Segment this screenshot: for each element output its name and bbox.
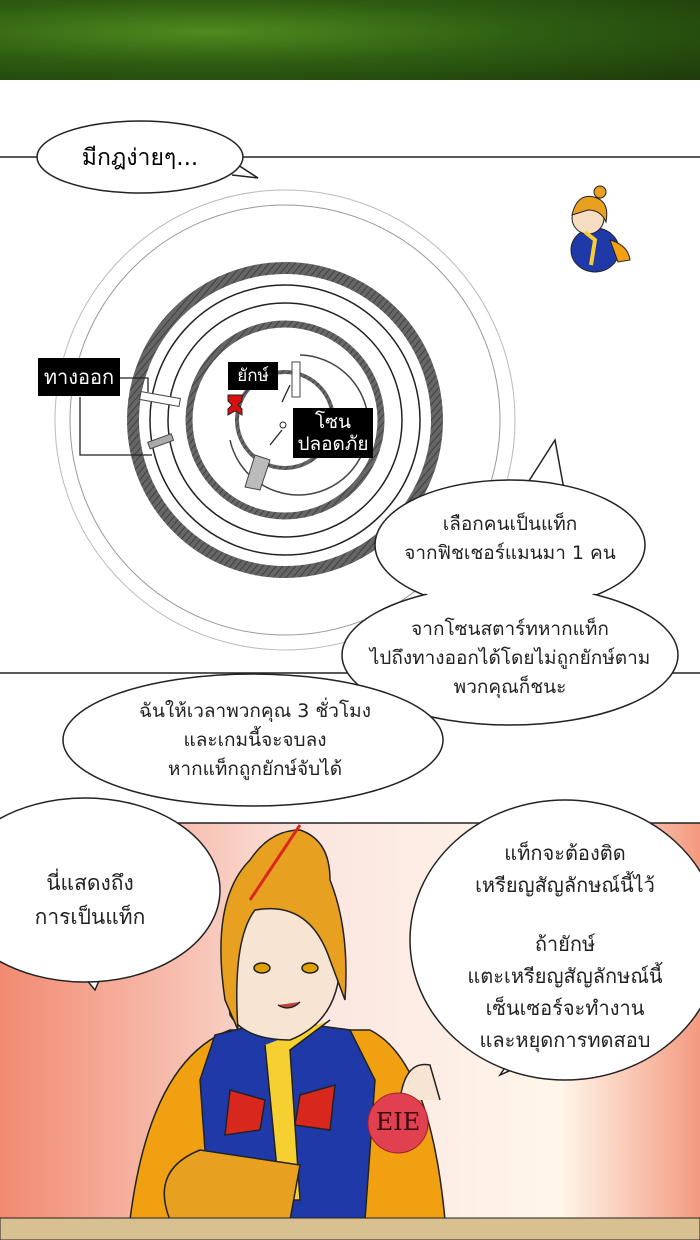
safe-zone-label: โซน ปลอดภัย — [293, 408, 373, 458]
giant-marker — [227, 394, 243, 416]
medal — [367, 1092, 429, 1154]
exit-label: ทางออก — [38, 358, 120, 396]
giant-label: ยักษ์ — [228, 362, 278, 390]
maze-map — [54, 189, 516, 651]
bubble-text-sensor: ถ้ายักษ์ แตะเหรียญสัญลักษณ์นี้ เซ็นเซอร์… — [467, 932, 663, 1052]
character-portrait — [129, 824, 446, 1221]
bubble-text-choose-tag: เลือกคนเป็นแท็ก จากฟิชเชอร์แมนมา 1 คน — [404, 513, 616, 564]
speech-bubble — [409, 799, 700, 1081]
rule-bubble: มีกฎง่ายๆ... — [81, 145, 199, 171]
bubble-text-win-condition: จากโซนสตาร์ทหากแท็ก ไปถึงทางออกได้โดยไม่… — [369, 618, 651, 698]
table — [0, 1217, 700, 1240]
forest-background — [0, 0, 700, 80]
medal-symbol: EIE — [375, 1108, 421, 1136]
bubble-text-tag-symbol: นี่แสดงถึง การเป็นแท็ก — [34, 871, 146, 929]
chibi-character — [570, 185, 631, 273]
bubble-text-medal: แท็กจะต้องติด เหรียญสัญลักษณ์นี้ไว้ — [475, 841, 655, 897]
bubble-text-time-limit: ฉันให้เวลาพวกคุณ 3 ชั่วโมง และเกมนี้จะจบ… — [139, 700, 371, 780]
speech-bubble — [0, 797, 221, 983]
speech-bubble — [36, 120, 244, 194]
